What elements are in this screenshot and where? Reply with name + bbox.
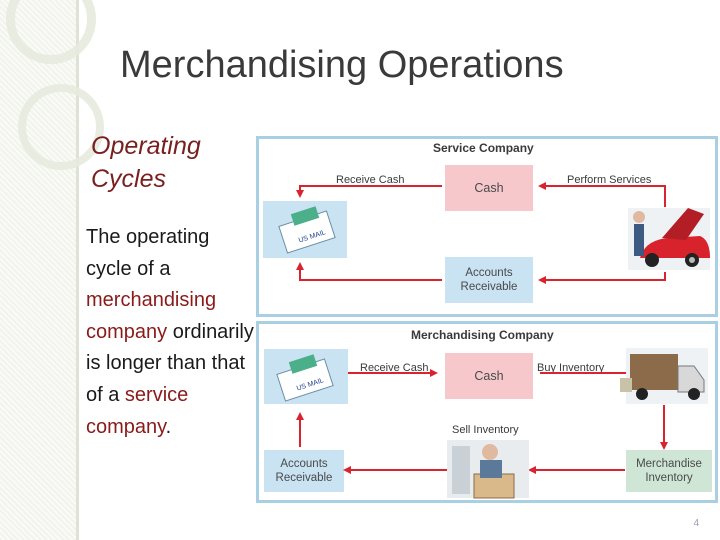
service-diagram-title: Service Company: [433, 141, 534, 155]
merch-inv-line1: Merchandise: [636, 458, 702, 470]
body-highlight-service: service company: [86, 383, 189, 438]
envelope-icon: US MAIL: [263, 201, 347, 258]
merch-ar-line1: Accounts: [280, 458, 328, 470]
body-text-part1: The operating cycle of a: [86, 226, 210, 280]
service-arrows: [296, 182, 666, 284]
store-clerk-icon: [447, 440, 529, 499]
service-receive-cash-label: Receive Cash: [336, 174, 405, 186]
car-mechanic-icon: [628, 208, 710, 270]
subtitle-line-2: Cycles: [91, 165, 167, 193]
merch-sell-inventory-label: Sell Inventory: [452, 424, 519, 436]
service-ar-line2: Receivable: [460, 281, 518, 293]
merch-inv-line2: Inventory: [645, 472, 693, 484]
body-text-part2: ordinarily is longer than that of a: [86, 320, 254, 406]
merch-diagram-title: Merchandising Company: [411, 328, 554, 342]
decorative-circle-medium: [18, 84, 104, 170]
merch-buy-inventory-label: Buy Inventory: [537, 362, 605, 374]
envelope-icon: US MAIL: [264, 349, 348, 404]
service-ar-line1: Accounts: [465, 267, 513, 279]
arrow-receivable-to-mail: [296, 262, 442, 281]
arrow-cash-to-receive: [296, 185, 442, 198]
merch-cash-box: Cash: [445, 353, 533, 399]
merch-ar-line2: Receivable: [275, 472, 333, 484]
merch-receive-cash-label: Receive Cash: [360, 362, 429, 374]
decorative-circle-large: [6, 0, 96, 64]
body-paragraph: The operating cycle of a merchandising c…: [86, 222, 256, 443]
slide-subtitle: Operating Cycles: [91, 130, 201, 196]
truck-icon: [620, 348, 708, 404]
arrow-services-to-cash: [538, 182, 666, 207]
decorative-band-edge: [76, 0, 79, 540]
page-number: 4: [693, 518, 699, 529]
slide-title: Merchandising Operations: [120, 44, 564, 86]
service-perform-services-label: Perform Services: [567, 174, 652, 186]
body-text-part3: .: [165, 415, 172, 438]
arrow-car-to-receivable: [538, 272, 666, 284]
body-highlight-merchandising: merchandising company: [86, 289, 217, 343]
subtitle-line-1: Operating: [91, 132, 201, 160]
service-cash-box: Cash: [445, 165, 533, 211]
